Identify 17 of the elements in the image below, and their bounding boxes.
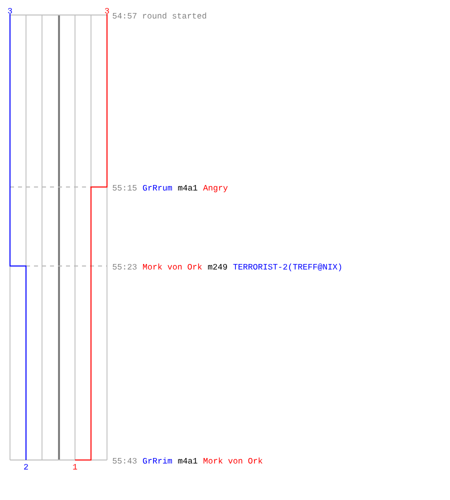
weapon-name: m4a1 [178, 458, 198, 464]
timestamp: 55:43 [112, 458, 137, 464]
player-name: GrRrum [142, 184, 172, 191]
timestamp: 55:23 [112, 264, 137, 270]
player-name: Mork von Ork [143, 264, 202, 270]
timestamp: 55:15 [112, 185, 137, 191]
weapon-name: m249 [208, 264, 227, 270]
player-count: 3 [8, 8, 12, 14]
weapon-name: m4a1 [178, 185, 198, 191]
player-count: 2 [24, 464, 28, 470]
event-text: 54:57 round started [112, 12, 206, 19]
player-count: 3 [105, 8, 109, 14]
player-name: GrRrim [142, 458, 172, 464]
player-count: 1 [73, 464, 78, 470]
player-name: Mork von Ork [204, 458, 262, 464]
player-name: TERRORIST-2(TREFF@NIX) [233, 264, 342, 272]
player-name: Angry [203, 185, 228, 192]
